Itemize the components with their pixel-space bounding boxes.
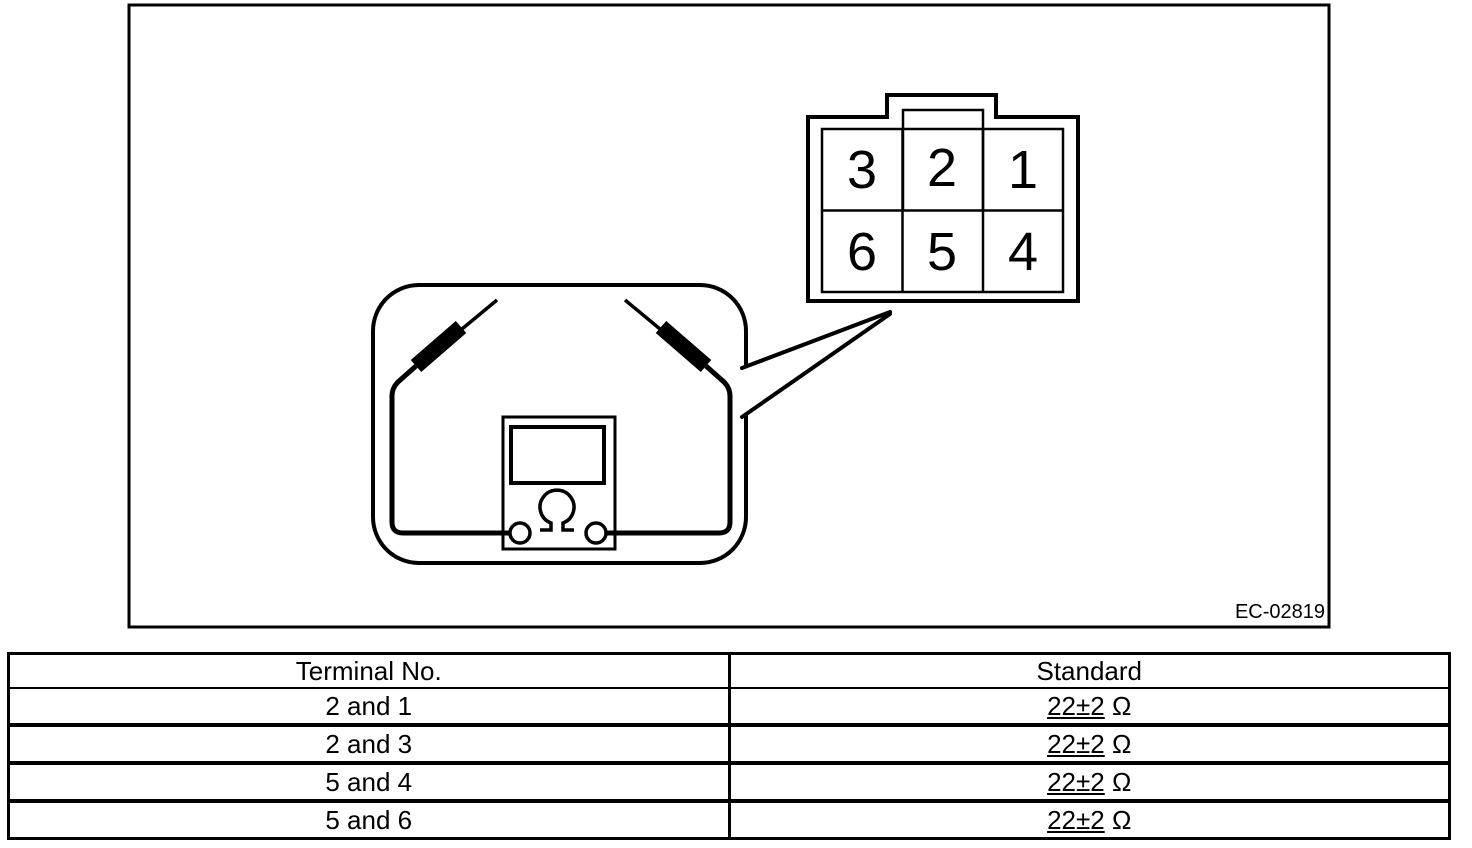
callout-tail-upper (740, 310, 892, 370)
standard-unit: Ω (1111, 804, 1132, 835)
probe-right-tip (623, 298, 662, 331)
ohmmeter-display (509, 425, 606, 485)
connector-diagram: 3 2 1 6 5 4 (806, 93, 1080, 303)
standard-value-cell: 22±2 Ω (727, 799, 1451, 840)
figure-border (127, 3, 1331, 629)
terminal-4-label: 4 (1008, 222, 1038, 282)
terminal-3-label: 3 (847, 140, 877, 200)
terminal-1-label: 1 (1008, 140, 1038, 200)
col-header-standard: Standard (727, 652, 1451, 689)
standard-unit: Ω (1111, 766, 1132, 797)
terminal-5-label: 5 (927, 222, 957, 282)
figure-code-label: EC-02819 (1235, 601, 1325, 623)
standard-value-cell: 22±2 Ω (727, 687, 1451, 726)
standard-unit: Ω (1111, 690, 1132, 721)
spec-table-header-row: Terminal No. Standard (7, 652, 1451, 689)
standard-value: 22±2 (1047, 804, 1105, 835)
standard-value-cell: 22±2 Ω (727, 723, 1451, 764)
table-row: 2 and 1 22±2 Ω (7, 687, 1451, 726)
callout-tail-lower (740, 312, 892, 419)
terminal-2-keyway (901, 108, 985, 211)
standard-value: 22±2 (1047, 766, 1105, 797)
table-row: 5 and 6 22±2 Ω (7, 799, 1451, 840)
ohm-symbol-icon (538, 488, 576, 532)
table-row: 2 and 3 22±2 Ω (7, 723, 1451, 764)
connector-outline (806, 93, 1080, 303)
standard-value: 22±2 (1047, 728, 1105, 759)
terminal-pair-cell: 5 and 4 (7, 761, 730, 802)
spec-table: Terminal No. Standard 2 and 1 22±2 Ω 2 a… (7, 652, 1451, 840)
test-lead-right (607, 364, 733, 536)
terminal-6-label: 6 (847, 222, 877, 282)
standard-value-cell: 22±2 Ω (727, 761, 1451, 802)
table-row: 5 and 4 22±2 Ω (7, 761, 1451, 802)
test-lead-left (389, 364, 509, 536)
terminal-2-label: 2 (927, 138, 957, 198)
standard-value: 22±2 (1047, 690, 1105, 721)
terminal-pair-cell: 2 and 1 (7, 687, 730, 726)
probe-left-tip (460, 298, 499, 331)
terminal-post-left (508, 521, 532, 545)
standard-unit: Ω (1111, 728, 1132, 759)
probe-right-body (655, 320, 712, 373)
probe-left-body (410, 320, 467, 373)
col-header-terminal: Terminal No. (7, 652, 730, 689)
terminal-pair-cell: 5 and 6 (7, 799, 730, 840)
ohmmeter-callout (371, 283, 894, 565)
callout-bubble (371, 283, 748, 565)
terminal-post-right (584, 521, 608, 545)
terminal-pair-cell: 2 and 3 (7, 723, 730, 764)
